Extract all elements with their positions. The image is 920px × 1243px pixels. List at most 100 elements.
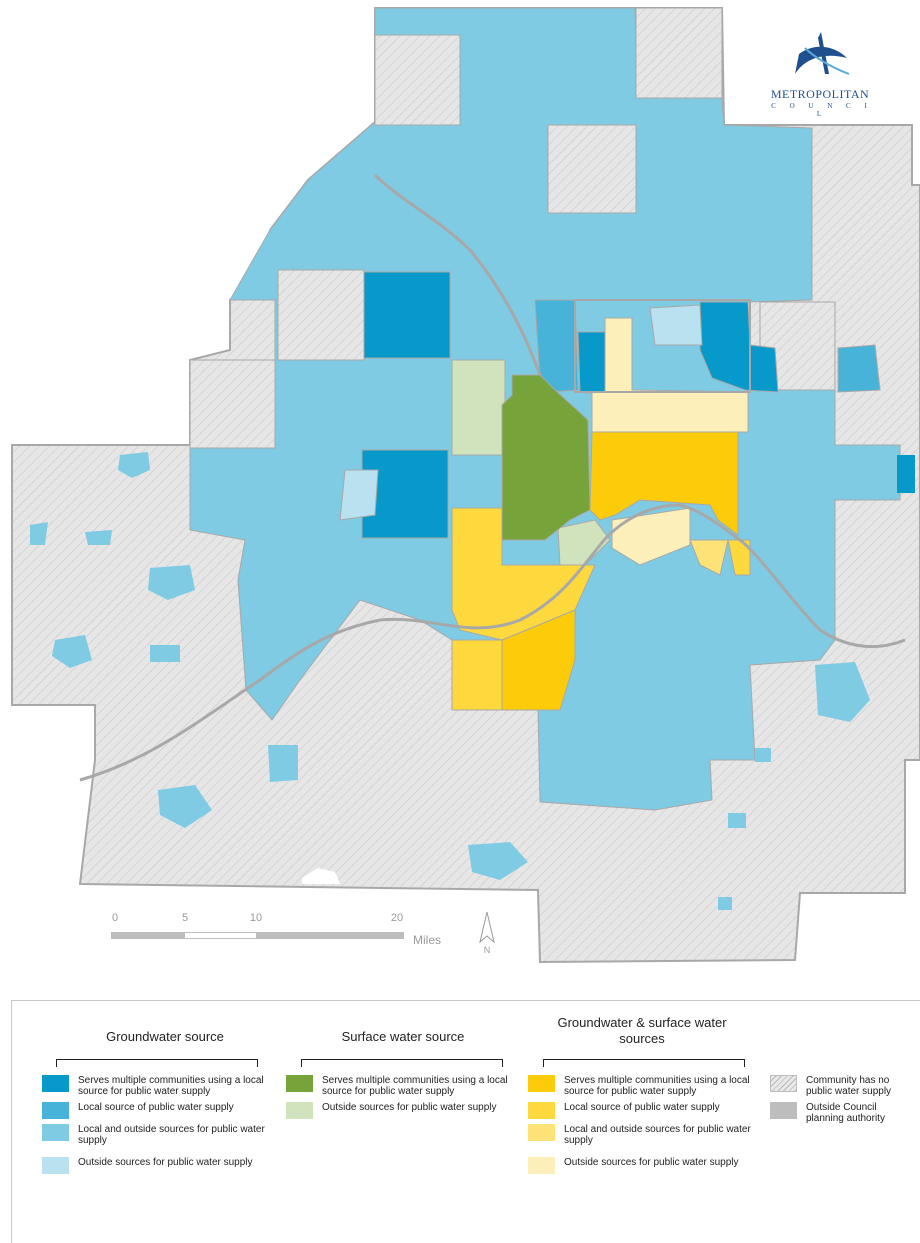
north-arrow: N bbox=[478, 910, 496, 960]
legend-label: Serves multiple communities using a loca… bbox=[564, 1075, 750, 1097]
community-gw-local-outside bbox=[468, 842, 528, 880]
north-arrow-icon bbox=[479, 911, 495, 944]
legend-item: Outside Council planning authority bbox=[770, 1102, 915, 1124]
region-no-supply bbox=[547, 124, 637, 214]
legend-swatch bbox=[770, 1075, 797, 1092]
water-supply-map bbox=[11, 7, 920, 964]
legend-item: Outside sources for public water supply bbox=[528, 1157, 778, 1174]
region-gw-local bbox=[837, 344, 881, 393]
region-gs-multi bbox=[589, 431, 739, 536]
legend-item: Local and outside sources for public wat… bbox=[42, 1124, 292, 1146]
logo-mark-icon bbox=[795, 32, 850, 75]
legend-item: Serves multiple communities using a loca… bbox=[528, 1075, 768, 1097]
region-gw-multi bbox=[363, 271, 451, 359]
map-legend: Groundwater source Serves multiple commu… bbox=[11, 1000, 920, 1243]
legend-label: Outside sources for public water supply bbox=[78, 1157, 253, 1168]
legend-swatch bbox=[286, 1102, 313, 1119]
legend-item: Community has no public water supply bbox=[770, 1075, 915, 1097]
legend-label: Outside sources for public water supply bbox=[564, 1157, 739, 1168]
legend-bracket bbox=[543, 1059, 745, 1067]
region-sw-outside bbox=[557, 519, 611, 566]
legend-swatch bbox=[42, 1102, 69, 1119]
legend-item: Local source of public water supply bbox=[528, 1102, 768, 1119]
community-gw-local-outside bbox=[755, 748, 771, 762]
legend-label: Outside sources for public water supply bbox=[322, 1102, 497, 1113]
community-gw-local-outside bbox=[52, 635, 92, 668]
region-gs-outside bbox=[611, 507, 691, 566]
scale-tick: 5 bbox=[181, 912, 189, 924]
region-white-gap bbox=[302, 868, 340, 884]
legend-swatch bbox=[286, 1075, 313, 1092]
city-boundary bbox=[574, 299, 751, 393]
community-gw-local-outside bbox=[150, 645, 180, 662]
legend-label: Outside Council planning authority bbox=[806, 1102, 885, 1124]
legend-swatch bbox=[770, 1102, 797, 1119]
region-sw-multi bbox=[501, 374, 591, 541]
community-gw-local-outside bbox=[118, 452, 150, 478]
legend-title-both: Groundwater & surface water sources bbox=[557, 1015, 727, 1046]
legend-label: Serves multiple communities using a loca… bbox=[78, 1075, 264, 1097]
legend-swatch bbox=[42, 1157, 69, 1174]
legend-swatch bbox=[528, 1124, 555, 1141]
community-gw-local-outside bbox=[718, 897, 732, 910]
legend-label: Local source of public water supply bbox=[564, 1102, 720, 1113]
logo-name: METROPOLITAN bbox=[770, 87, 870, 101]
community-gw-local-outside bbox=[148, 565, 195, 600]
community-gw-local-outside bbox=[245, 565, 275, 600]
legend-label: Local and outside sources for public wat… bbox=[564, 1124, 751, 1146]
legend-item: Serves multiple communities using a loca… bbox=[42, 1075, 292, 1097]
river-line bbox=[373, 173, 542, 376]
region-gw-multi bbox=[897, 455, 915, 493]
scale-segment bbox=[111, 932, 185, 939]
region-gw-outside bbox=[649, 304, 703, 346]
legend-bracket bbox=[56, 1059, 258, 1067]
logo-sub: C O U N C I L bbox=[771, 102, 873, 118]
community-gw-local-outside bbox=[30, 522, 48, 545]
scale-segment bbox=[185, 932, 256, 939]
region-gs-local bbox=[727, 539, 751, 576]
legend-title-surface: Surface water source bbox=[341, 1029, 465, 1044]
legend-label: Local source of public water supply bbox=[78, 1102, 234, 1113]
community-gw-local-outside bbox=[815, 662, 870, 722]
region-gw-multi bbox=[699, 301, 779, 393]
scale-tick: 0 bbox=[111, 912, 119, 924]
legend-title-groundwater: Groundwater source bbox=[106, 1029, 224, 1044]
legend-swatch bbox=[42, 1124, 69, 1141]
scale-tick: 20 bbox=[390, 912, 404, 924]
legend-item: Outside sources for public water supply bbox=[286, 1102, 511, 1119]
legend-item: Local source of public water supply bbox=[42, 1102, 292, 1119]
scale-unit: Miles bbox=[413, 933, 442, 947]
scale-segment bbox=[256, 932, 404, 939]
scale-tick: 10 bbox=[249, 912, 263, 924]
legend-item: Local and outside sources for public wat… bbox=[528, 1124, 768, 1146]
region-no-supply bbox=[374, 34, 461, 126]
metropolitan-council-logo: METROPOLITAN C O U N C I L bbox=[760, 28, 880, 118]
region-gs-local bbox=[451, 507, 596, 641]
region-gw-multi bbox=[577, 331, 609, 396]
region-sw-outside bbox=[451, 359, 506, 456]
legend-label: Serves multiple communities using a loca… bbox=[322, 1075, 508, 1097]
legend-swatch bbox=[528, 1075, 555, 1092]
region-gs-local bbox=[451, 639, 503, 711]
legend-swatch bbox=[528, 1157, 555, 1174]
legend-label: Community has no public water supply bbox=[806, 1075, 892, 1097]
community-gw-local-outside bbox=[728, 813, 746, 828]
north-label: N bbox=[483, 945, 491, 955]
river-line bbox=[79, 503, 906, 782]
legend-item: Serves multiple communities using a loca… bbox=[286, 1075, 511, 1097]
legend-label: Local and outside sources for public wat… bbox=[78, 1124, 265, 1146]
region-no-supply bbox=[635, 7, 723, 99]
community-gw-local-outside bbox=[268, 745, 298, 782]
community-gw-local-outside bbox=[158, 785, 212, 828]
legend-bracket bbox=[301, 1059, 503, 1067]
legend-item: Outside sources for public water supply bbox=[42, 1157, 302, 1174]
scale-bar: 0 5 10 20 Miles bbox=[108, 912, 508, 962]
region-gs-local bbox=[689, 539, 729, 576]
legend-swatch bbox=[42, 1075, 69, 1092]
region-no-supply bbox=[277, 269, 365, 361]
region-no-supply bbox=[189, 359, 276, 449]
legend-swatch bbox=[528, 1102, 555, 1119]
region-gw-outside bbox=[339, 469, 379, 521]
region-gw-local bbox=[534, 299, 579, 393]
community-gw-local-outside bbox=[85, 530, 112, 545]
